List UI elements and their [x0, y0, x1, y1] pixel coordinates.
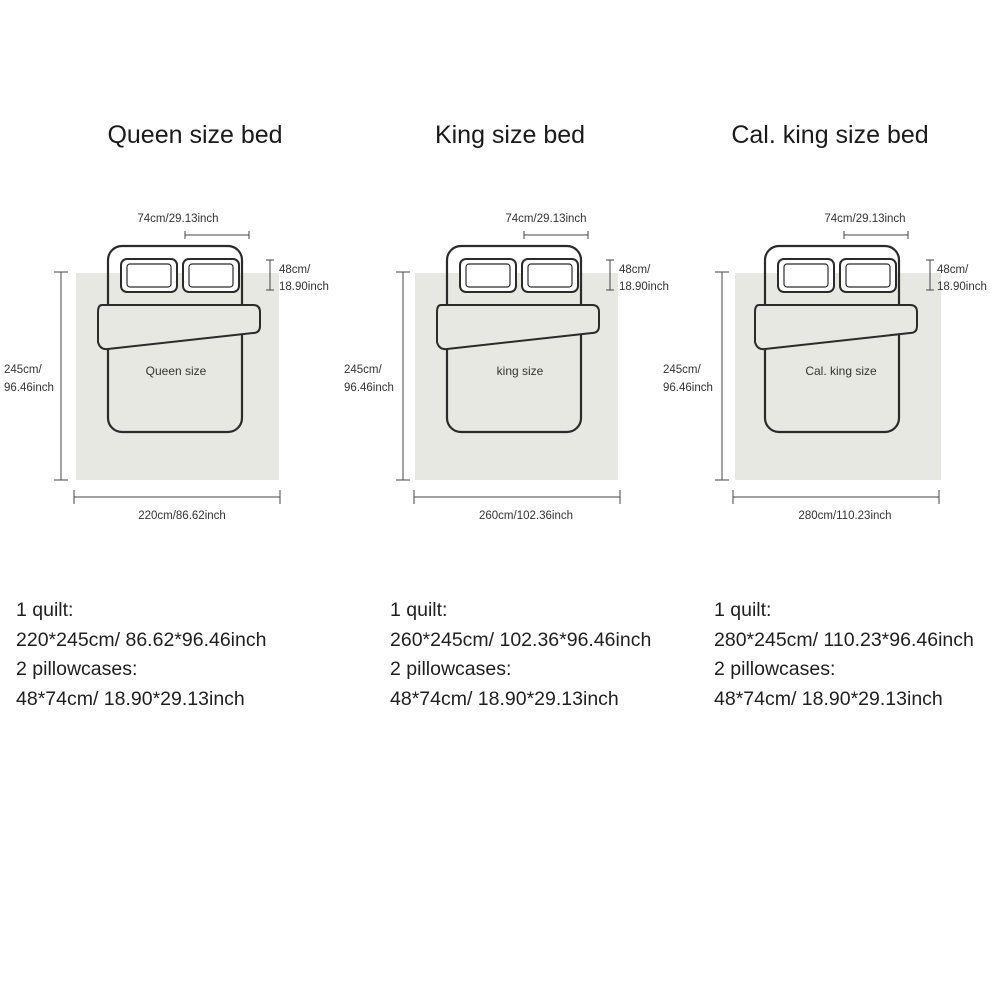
queen-specs: 1 quilt: 220*245cm/ 86.62*96.46inch 2 pi… [16, 596, 266, 714]
pillow-left [777, 258, 835, 293]
cal-king-bed-diagram: 74cm/29.13inch Cal. king size 48cm/ 18.9… [661, 213, 987, 522]
pillow-height-in: 18.90inch [937, 281, 987, 293]
king-bed-panel: King size bed 74cm/29.13inch king size 4… [340, 0, 680, 1000]
length-in: 96.46inch [663, 382, 713, 394]
pillow-height-cm: 48cm/ [279, 264, 311, 276]
quilt-size: 280*245cm/ 110.23*96.46inch [714, 628, 974, 651]
pillow-width-label: 74cm/29.13inch [137, 213, 218, 225]
pillow-left-inner [783, 263, 829, 288]
pillow-width-label: 74cm/29.13inch [505, 213, 586, 225]
quilt-fold [97, 304, 261, 351]
pillow-left-inner [126, 263, 172, 288]
queen-bed-title: Queen size bed [107, 121, 283, 149]
pillowcase-heading: 2 pillowcases: [390, 658, 512, 680]
pillowcase-size: 48*74cm/ 18.90*29.13inch [16, 687, 245, 710]
length-cm: 245cm/ [663, 364, 702, 376]
length-label-bg [2, 360, 58, 396]
quilt-fold [754, 304, 918, 351]
queen-bed-panel: Queen size bed 74cm/29.13inch Queen size… [0, 0, 340, 1000]
pillow-right-inner [527, 263, 573, 288]
king-specs: 1 quilt: 260*245cm/ 102.36*96.46inch 2 p… [390, 596, 651, 714]
pillow-right-inner [845, 263, 891, 288]
quilt-heading: 1 quilt: [390, 599, 448, 621]
quilt-heading: 1 quilt: [16, 599, 74, 621]
pillow-height-cm: 48cm/ [619, 264, 651, 276]
quilt-size: 220*245cm/ 86.62*96.46inch [16, 628, 267, 651]
pillow-right [182, 258, 240, 293]
pillowcase-heading: 2 pillowcases: [16, 658, 138, 680]
pillow-right-inner [188, 263, 234, 288]
cal-king-bed-title: Cal. king size bed [731, 121, 929, 149]
length-label-bg [661, 360, 719, 396]
length-label-bg [342, 360, 400, 396]
pillowcase-size: 48*74cm/ 18.90*29.13inch [390, 687, 619, 710]
pillow-height-in: 18.90inch [279, 281, 329, 293]
bed-size-label: Queen size [146, 364, 207, 378]
pillow-right [839, 258, 897, 293]
pillow-width-label: 74cm/29.13inch [824, 213, 905, 225]
pillow-height-in: 18.90inch [619, 281, 669, 293]
bed-size-label: king size [497, 364, 544, 378]
quilt-size: 260*245cm/ 102.36*96.46inch [390, 628, 652, 651]
width-label: 260cm/102.36inch [479, 510, 573, 522]
cal-king-specs: 1 quilt: 280*245cm/ 110.23*96.46inch 2 p… [714, 596, 974, 714]
width-label: 280cm/110.23inch [798, 510, 891, 522]
pillow-left-inner [465, 263, 511, 288]
pillow-right [521, 258, 579, 293]
pillowcase-size: 48*74cm/ 18.90*29.13inch [714, 687, 943, 710]
king-bed-diagram: 74cm/29.13inch king size 48cm/ 18.90inch… [342, 213, 669, 522]
length-cm: 245cm/ [344, 364, 383, 376]
width-label: 220cm/86.62inch [138, 510, 226, 522]
quilt-heading: 1 quilt: [714, 599, 772, 621]
queen-bed-diagram: 74cm/29.13inch Queen size 48cm/ 18.90inc… [2, 213, 329, 522]
pillowcase-heading: 2 pillowcases: [714, 658, 836, 680]
length-in: 96.46inch [4, 382, 54, 394]
king-bed-title: King size bed [434, 121, 586, 149]
length-cm: 245cm/ [4, 364, 43, 376]
quilt-fold [436, 304, 600, 351]
pillow-left [120, 258, 178, 293]
pillow-height-cm: 48cm/ [937, 264, 969, 276]
cal-king-bed-panel: Cal. king size bed 74cm/29.13inch Cal. k… [660, 0, 1000, 1000]
pillow-left [459, 258, 517, 293]
length-in: 96.46inch [344, 382, 394, 394]
bed-size-label: Cal. king size [805, 364, 877, 378]
